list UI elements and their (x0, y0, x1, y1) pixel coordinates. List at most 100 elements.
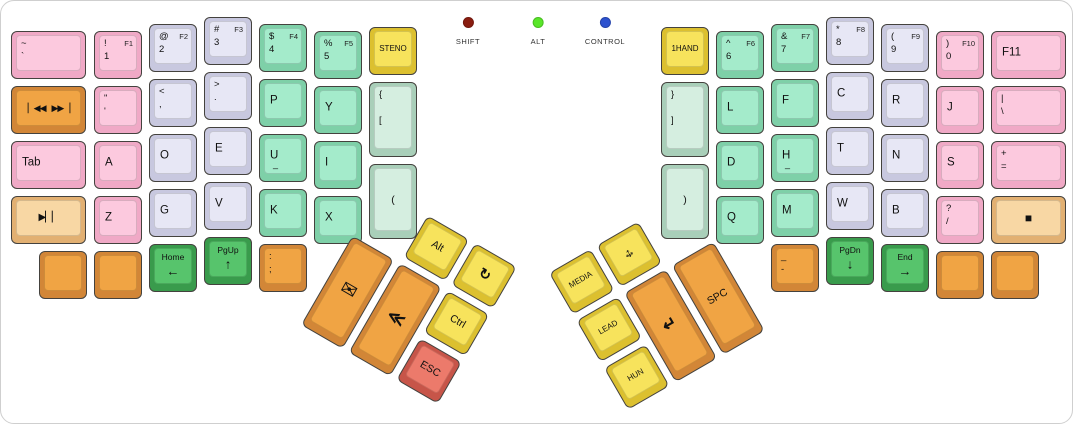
key-f[interactable]: F (771, 79, 819, 127)
key-6-label-bl: 6 (726, 51, 732, 63)
key-w[interactable]: W (826, 182, 874, 230)
key-z-face: Z (99, 200, 137, 236)
key-rparen[interactable]: ) (661, 164, 709, 239)
key-f11[interactable]: F11 (991, 31, 1066, 79)
key-d[interactable]: D (716, 141, 764, 189)
key-blank-right-2[interactable] (991, 251, 1039, 299)
key-o[interactable]: O (149, 134, 197, 182)
key-i[interactable]: I (314, 141, 362, 189)
key-5-label-bl: 5 (324, 51, 330, 63)
key-blank-right-1[interactable] (936, 251, 984, 299)
key-hun-face: HUN (610, 350, 662, 401)
key-f-label-m: F (782, 94, 790, 107)
key-play-pause-icons: ▶▏▏ (17, 201, 80, 235)
key-n[interactable]: N (881, 134, 929, 182)
key-c[interactable]: C (826, 72, 874, 120)
key-k[interactable]: K (259, 189, 307, 237)
key-f11-label-m: F11 (1002, 46, 1021, 59)
key-media-tracks[interactable]: ▏◀◀▶▶▕ (11, 86, 86, 134)
key-m[interactable]: M (771, 189, 819, 237)
key-v[interactable]: V (204, 182, 252, 230)
key-j[interactable]: J (936, 86, 984, 134)
key-s[interactable]: S (936, 141, 984, 189)
key-4-label-bl: 4 (269, 44, 275, 56)
key-comma[interactable]: <, (149, 79, 197, 127)
key-pgup[interactable]: PgUp↑ (204, 237, 252, 285)
key-blank-left-2-face (99, 255, 137, 291)
key-e[interactable]: E (204, 127, 252, 175)
key-equals-label-tl: + (1001, 148, 1007, 159)
key-y[interactable]: Y (314, 86, 362, 134)
key-6-label-tr: F6 (746, 39, 755, 48)
key-colon[interactable]: :; (259, 244, 307, 292)
key-t[interactable]: T (826, 127, 874, 175)
key-b[interactable]: B (881, 189, 929, 237)
key-rbracket[interactable]: }] (661, 82, 709, 157)
key-lbracket[interactable]: {[ (369, 82, 417, 157)
key-o-face: O (154, 138, 192, 174)
key-equals[interactable]: += (991, 141, 1066, 189)
key-blank-right-2-face (996, 255, 1034, 291)
key-period[interactable]: >. (204, 72, 252, 120)
key-esc-label-c: ESC (417, 358, 443, 380)
key-b-label-m: B (892, 204, 900, 217)
key-p[interactable]: P (259, 79, 307, 127)
key-x[interactable]: X (314, 196, 362, 244)
key-q-label-m: Q (727, 211, 736, 224)
key-h[interactable]: H_ (771, 134, 819, 182)
double-chevron-icon: ≪ (383, 305, 409, 331)
key-5-label-tl: % (324, 38, 333, 49)
key-pgup-face: PgUp↑ (209, 241, 247, 277)
key-tab[interactable]: Tab (11, 141, 86, 189)
key-end[interactable]: End→ (881, 244, 929, 292)
key-home[interactable]: Home← (149, 244, 197, 292)
key-d-face: D (721, 145, 759, 181)
key-steno[interactable]: STENO (369, 27, 417, 75)
key-media-tracks-icons: ▏◀◀▶▶▕ (17, 91, 80, 125)
key-pgdn[interactable]: PgDn↓ (826, 237, 874, 285)
left-arrow-icon: ← (166, 263, 180, 279)
key-z[interactable]: Z (94, 196, 142, 244)
key-u[interactable]: U_ (259, 134, 307, 182)
key-lparen[interactable]: ( (369, 164, 417, 239)
key-g[interactable]: G (149, 189, 197, 237)
key-backslash[interactable]: |\ (991, 86, 1066, 134)
key-blank-left-2[interactable] (94, 251, 142, 299)
key-l[interactable]: L (716, 86, 764, 134)
right-arrow-icon: → (898, 263, 912, 279)
key-o-label-m: O (160, 149, 169, 162)
key-1hand[interactable]: 1HAND (661, 27, 709, 75)
key-t-face: T (831, 131, 869, 167)
key-blank-left-1[interactable] (39, 251, 87, 299)
key-a[interactable]: A (94, 141, 142, 189)
key-r[interactable]: R (881, 79, 929, 127)
key-slash[interactable]: ?/ (936, 196, 984, 244)
key-stop[interactable]: ■ (991, 196, 1066, 244)
key-blank-right-1-face (941, 255, 979, 291)
key-7-label-bl: 7 (781, 44, 787, 56)
key-minus[interactable]: _- (771, 244, 819, 292)
key-quote[interactable]: "' (94, 86, 142, 134)
key-ctrl-face: Ctrl (432, 296, 484, 347)
key-q[interactable]: Q (716, 196, 764, 244)
key-grave[interactable]: ~` (11, 31, 86, 79)
key-comma-label-bl: , (159, 99, 162, 111)
key-1-label-tr: F1 (124, 39, 133, 48)
key-rbracket-face: }] (666, 86, 704, 149)
key-n-face: N (886, 138, 924, 174)
key-lparen-face: ( (374, 168, 412, 231)
key-play-pause[interactable]: ▶▏▏ (11, 196, 86, 244)
